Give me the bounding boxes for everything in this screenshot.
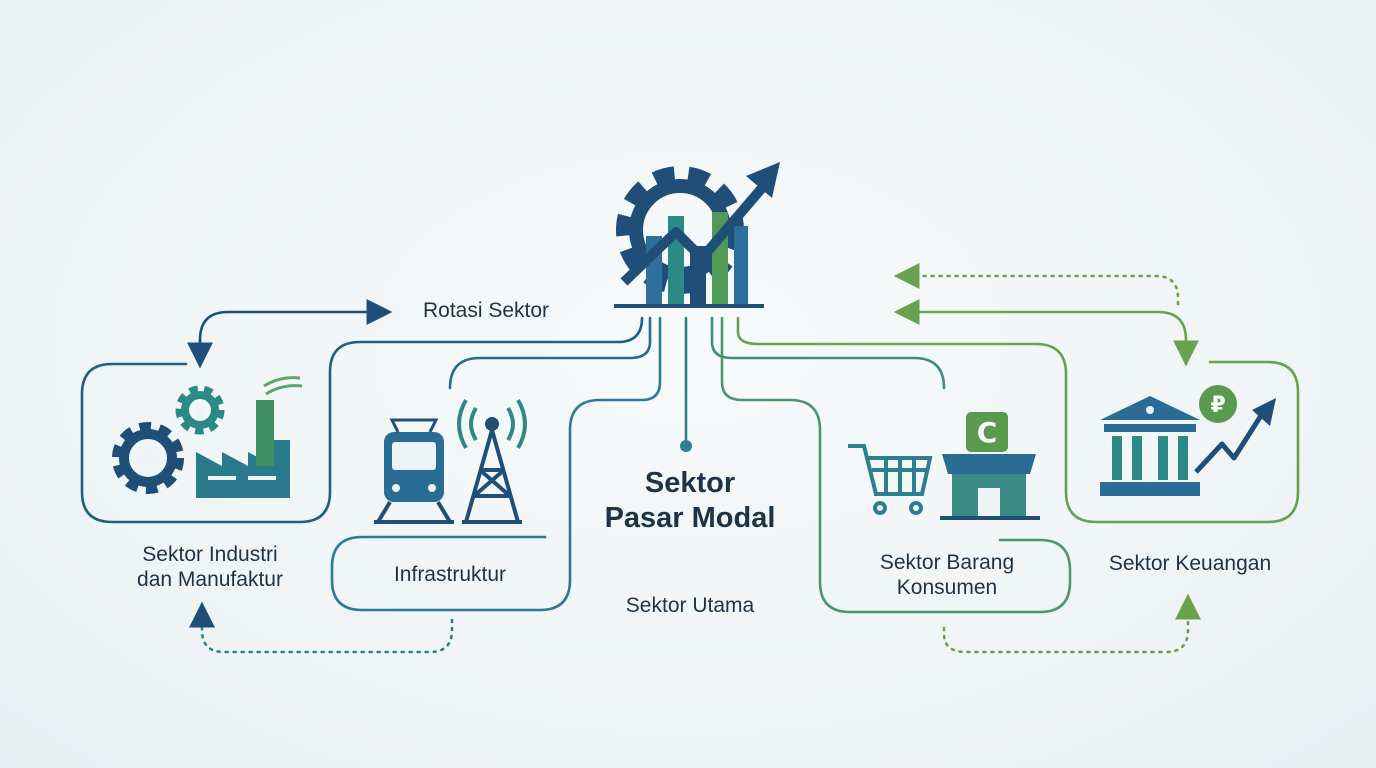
- keuangan-box-outline: [736, 316, 1300, 524]
- center-title-line-2: Pasar Modal: [604, 501, 776, 534]
- industri-label-line-2: dan Manufaktur: [137, 568, 283, 592]
- rotasi-sektor-label: Rotasi Sektor: [422, 299, 550, 322]
- shopping-cart-icon: [848, 444, 933, 515]
- growth-arrow-head: [746, 162, 780, 198]
- infrastruktur-box-outline: [448, 316, 652, 390]
- industri-icons: [112, 376, 303, 498]
- barang-label-line-1: Sektor Barang: [879, 551, 1015, 574]
- rotation-arrow-right: [198, 299, 393, 364]
- store-icon: [940, 412, 1040, 520]
- dotted-arrow-top-right: [893, 263, 1180, 306]
- tower-icon: [457, 398, 527, 524]
- coin-icon: [1199, 385, 1237, 423]
- market-growth-icon: [614, 162, 780, 308]
- center-title: Sektor Pasar Modal: [560, 466, 820, 536]
- barang-icons: [848, 412, 1040, 520]
- connectors: [80, 263, 1300, 654]
- store-sign-letter: C: [977, 416, 998, 449]
- barang-label-line-2: Konsumen: [896, 576, 998, 600]
- infrastruktur-label: Infrastruktur: [393, 563, 507, 586]
- keuangan-label: Sektor Keuangan: [1108, 552, 1272, 575]
- factory-icon: [196, 376, 303, 498]
- sektor-utama-label: Sektor Utama: [625, 594, 755, 617]
- keuangan-icons: [1100, 385, 1276, 496]
- rising-arrow-icon: [1194, 398, 1276, 474]
- large-gear-icon: [112, 422, 184, 494]
- green-arrow-left: [893, 299, 1188, 366]
- barang-box-outline: [720, 316, 1072, 614]
- dotted-arrow-bottom-left: [189, 601, 454, 654]
- barang-label: Sektor Barang Konsumen: [832, 550, 1062, 600]
- barang-link: [710, 316, 946, 390]
- chart-bar-5: [734, 226, 748, 304]
- train-icon: [374, 418, 454, 524]
- industri-label: Sektor Industri dan Manufaktur: [90, 542, 330, 592]
- dotted-arrow-bottom-right: [942, 593, 1201, 654]
- growth-trend-line: [620, 184, 766, 286]
- industri-label-line-1: Sektor Industri: [142, 543, 278, 566]
- coin-symbol: ₽: [1210, 393, 1225, 418]
- small-gear-icon: [175, 385, 225, 435]
- industri-box-outline: [80, 316, 644, 524]
- infrastruktur-label-box: [330, 316, 662, 612]
- center-title-line-1: Sektor: [644, 467, 736, 499]
- bank-icon: [1100, 396, 1200, 496]
- infrastruktur-icons: [374, 398, 527, 524]
- center-stem-dot: [680, 440, 692, 452]
